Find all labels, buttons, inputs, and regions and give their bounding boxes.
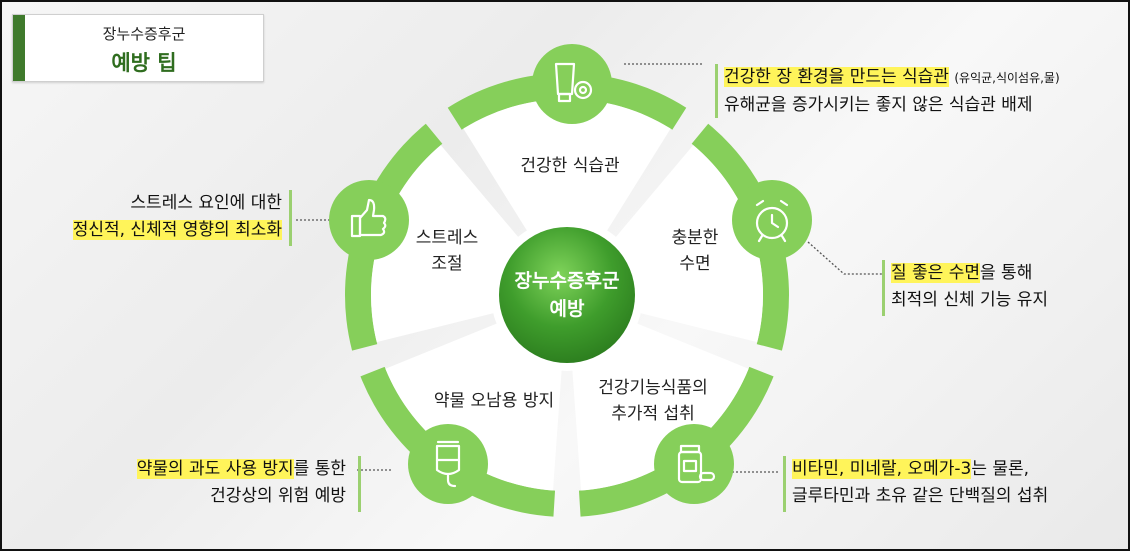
center-label-line2: 예방	[550, 298, 585, 320]
callout-supplements-rest: 는 물론,	[971, 459, 1030, 479]
callout-bar-stress	[289, 190, 292, 246]
icon-bubble-medication	[408, 424, 488, 504]
segment-label-medication: 약물 오남용 방지	[434, 391, 554, 411]
callout-medication: 약물의 과도 사용 방지를 통한 건강상의 위험 예방	[136, 456, 346, 510]
thumbs-up-icon	[350, 198, 387, 238]
callout-sleep-rest: 을 통해	[980, 263, 1033, 283]
segment-label-supplements: 건강기능식품의	[598, 378, 707, 398]
wheel-rim-stress	[345, 123, 443, 351]
segment-label-stress: 조절	[431, 254, 462, 274]
wheel-rim-sleep	[691, 123, 789, 351]
title-accent-bar	[13, 15, 25, 81]
callout-diet: 건강한 장 환경을 만드는 식습관 (유익균,식이섬유,물) 유해균을 증가시키…	[724, 64, 1060, 119]
supplement-bottle-icon	[677, 444, 716, 484]
alarm-clock-icon	[755, 199, 789, 243]
callout-stress: 스트레스 요인에 대한 정신적, 신체적 영향의 최소화	[72, 190, 282, 244]
iv-bag-icon	[435, 440, 461, 488]
wheel-rim-diet	[447, 72, 687, 130]
callout-diet-highlight: 건강한 장 환경을 만드는 식습관	[724, 67, 949, 87]
center-label-line1: 장누수증후군	[515, 270, 620, 292]
callout-medication-rest: 를 통한	[293, 459, 346, 479]
callout-diet-note: (유익균,식이섬유,물)	[954, 71, 1060, 85]
callout-medication-highlight: 약물의 과도 사용 방지	[136, 459, 294, 479]
wheel-wedge-diet	[463, 98, 671, 233]
segment-label-supplements: 추가적 섭취	[611, 404, 695, 424]
wheel-wedge-sleep	[614, 145, 763, 343]
callout-bar-medication	[358, 456, 361, 512]
segment-label-sleep: 충분한	[672, 228, 719, 248]
center-circle	[499, 227, 635, 363]
segment-label-sleep: 수면	[679, 254, 710, 274]
callout-medication-line2: 건강상의 위험 예방	[210, 486, 346, 506]
segment-label-diet: 건강한 식습관	[520, 156, 619, 176]
title-line1: 장누수증후군	[102, 25, 186, 43]
leader-line-sleep	[807, 241, 882, 275]
icon-bubble-stress	[329, 180, 409, 260]
callout-bar-diet	[715, 64, 718, 118]
callout-diet-line2: 유해균을 증가시키는 좋지 않은 식습관 배제	[724, 95, 1033, 115]
title-line2: 예방 팁	[111, 51, 177, 75]
wheel-wedge-medication	[385, 322, 562, 491]
title-box: 장누수증후군 예방 팁	[12, 14, 264, 82]
callout-supplements-line2: 글루타민과 초유 같은 단백질의 섭취	[792, 486, 1049, 506]
segment-label-stress: 스트레스	[416, 228, 479, 248]
callout-stress-highlight: 정신적, 신체적 영향의 최소화	[72, 220, 282, 240]
callout-sleep: 질 좋은 수면을 통해 최적의 신체 기능 유지	[891, 260, 1048, 314]
callout-sleep-line2: 최적의 신체 기능 유지	[891, 290, 1048, 310]
callout-stress-line1: 스트레스 요인에 대한	[130, 193, 282, 213]
callout-sleep-highlight: 질 좋은 수면	[891, 263, 981, 283]
wheel-wedge-supplements	[572, 322, 749, 491]
callout-supplements-highlight: 비타민, 미네랄, 오메가-3	[792, 459, 972, 479]
icon-bubble-supplements	[654, 424, 734, 504]
callout-supplements: 비타민, 미네랄, 오메가-3는 물론, 글루타민과 초유 같은 단백질의 섭취	[792, 456, 1048, 510]
callout-bar-sleep	[882, 260, 885, 316]
wheel-wedge-stress	[371, 145, 520, 343]
callout-bar-supplements	[783, 456, 786, 512]
lotion-tube-icon	[554, 62, 593, 103]
